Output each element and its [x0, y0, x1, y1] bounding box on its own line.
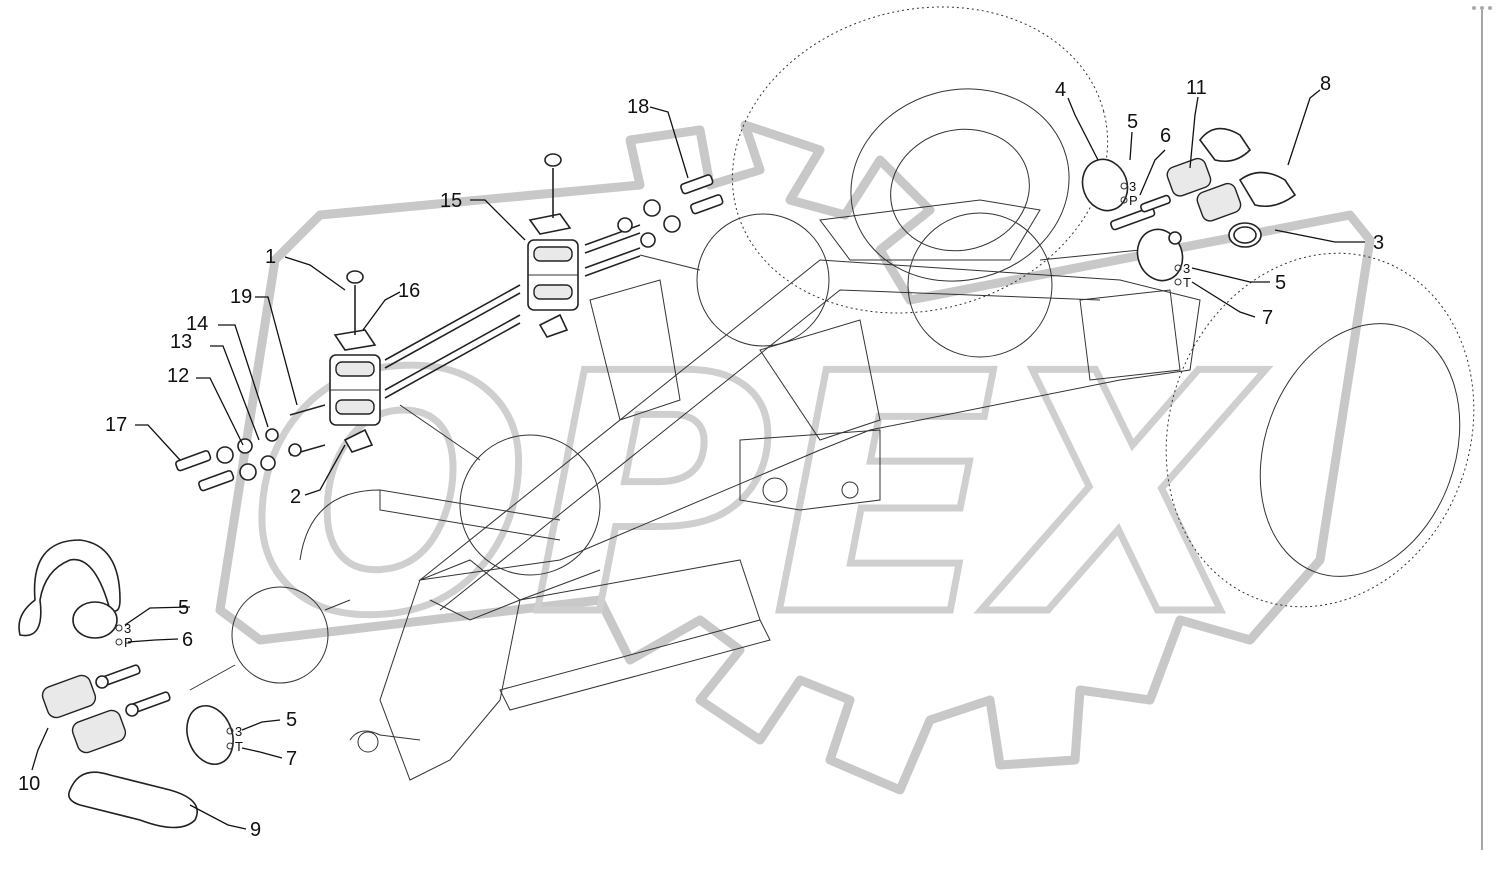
callout-4: 4 — [1055, 79, 1066, 101]
detail-circles — [189, 212, 1141, 691]
callout-labels: 1 2 3 4 5 5 5 5 6 6 7 7 8 9 10 11 12 13 … — [18, 73, 1384, 841]
couplings-front — [18, 539, 234, 829]
mark-3-rear-bottom: 3 — [1183, 261, 1190, 276]
callout-2: 2 — [290, 486, 301, 508]
coupling-markings: 3 P 3 T 3 P 3 T — [115, 179, 1191, 754]
hose-clamp-rear — [527, 153, 579, 338]
callout-10: 10 — [18, 773, 40, 795]
mark-t-rear: T — [1183, 275, 1191, 290]
callout-1: 1 — [265, 246, 276, 268]
rear-wheel-upper — [731, 6, 1109, 314]
fittings-front — [175, 428, 302, 492]
callout-8: 8 — [1320, 73, 1331, 95]
callout-7-front: 7 — [286, 748, 297, 770]
mark-3-rear-top: 3 — [1129, 179, 1136, 194]
watermark: OPEX — [215, 120, 1375, 795]
fittings-rear — [617, 174, 724, 248]
callout-14: 14 — [186, 313, 208, 335]
mark-3-front-top: 3 — [124, 621, 131, 636]
mark-p-front: P — [124, 635, 133, 650]
callout-18: 18 — [627, 96, 649, 118]
hydraulic-pipes — [289, 224, 641, 456]
callout-16: 16 — [398, 280, 420, 302]
callout-6-front: 6 — [182, 629, 193, 651]
callout-9: 9 — [250, 819, 261, 841]
leader-lines — [31, 89, 1365, 830]
callout-5-front-top: 5 — [178, 597, 189, 619]
callout-17: 17 — [105, 414, 127, 436]
couplings-rear — [1081, 127, 1297, 282]
mark-p-rear: P — [1129, 193, 1138, 208]
mark-3-front-bottom: 3 — [235, 724, 242, 739]
callout-5-rear-bottom: 5 — [1275, 272, 1286, 294]
watermark-text: OPEX — [250, 304, 1266, 688]
corner-dots — [1472, 6, 1492, 10]
callout-5-rear-top: 5 — [1127, 111, 1138, 133]
callout-11: 11 — [1186, 77, 1207, 99]
callout-19: 19 — [230, 286, 252, 308]
callout-13: 13 — [170, 331, 192, 353]
callout-3: 3 — [1373, 232, 1384, 254]
watermark-gear-shape — [215, 120, 1375, 795]
callout-5-front-bottom: 5 — [286, 709, 297, 731]
callout-15: 15 — [440, 190, 462, 212]
chassis-frame — [299, 199, 1201, 781]
callout-12: 12 — [167, 365, 189, 387]
callout-6-rear: 6 — [1160, 125, 1171, 147]
mark-t-front: T — [235, 739, 243, 754]
rear-wheel-lower — [1165, 252, 1475, 608]
callout-7-rear: 7 — [1262, 307, 1273, 329]
hose-clamp-front — [329, 270, 381, 453]
